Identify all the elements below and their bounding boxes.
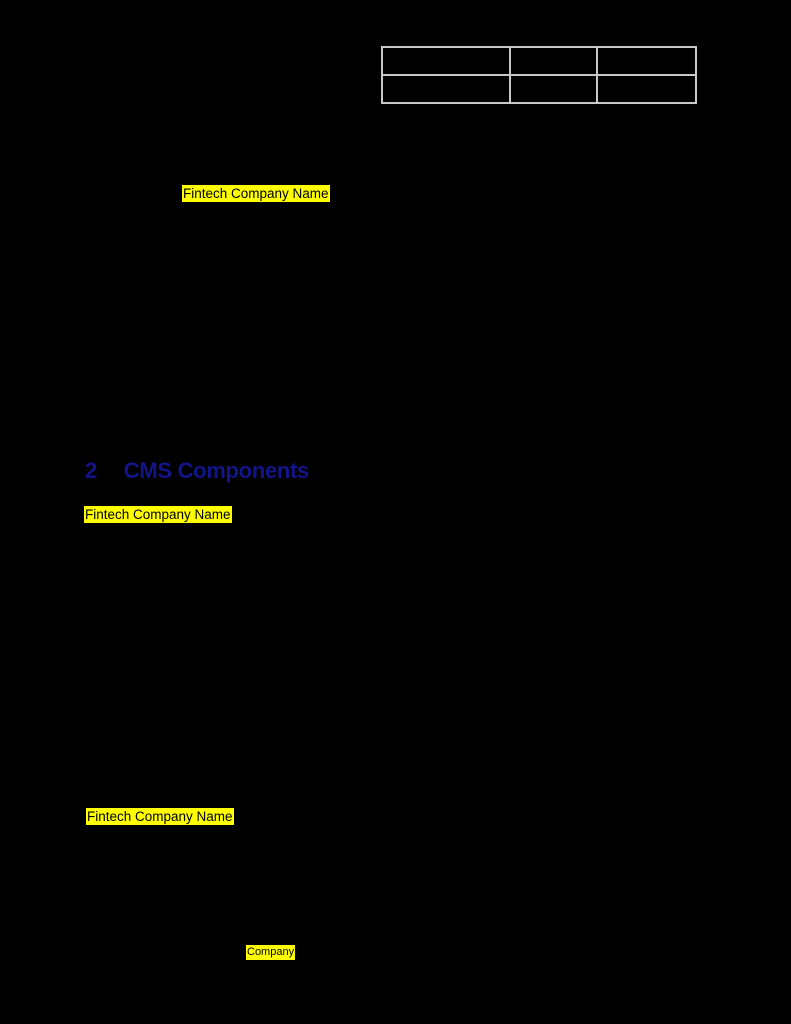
- highlighted-text-fintech-company-name-3: Fintech Company Name: [86, 808, 234, 825]
- table-cell: [509, 74, 598, 104]
- table-cell: [381, 74, 511, 104]
- header-info-table: [381, 46, 697, 104]
- table-row: [381, 46, 697, 76]
- highlighted-text-fintech-company-name-2: Fintech Company Name: [84, 506, 232, 523]
- table-cell: [381, 46, 511, 76]
- section-title: CMS Components: [123, 458, 310, 483]
- highlighted-text-company: Company: [246, 945, 296, 960]
- highlighted-text-fintech-company-name-1: Fintech Company Name: [182, 185, 330, 202]
- table-cell: [596, 74, 697, 104]
- section-number: 2: [85, 458, 97, 483]
- table-cell: [509, 46, 598, 76]
- table-cell: [596, 46, 697, 76]
- section-heading: 2 CMS Components: [85, 458, 309, 484]
- table-row: [381, 74, 697, 104]
